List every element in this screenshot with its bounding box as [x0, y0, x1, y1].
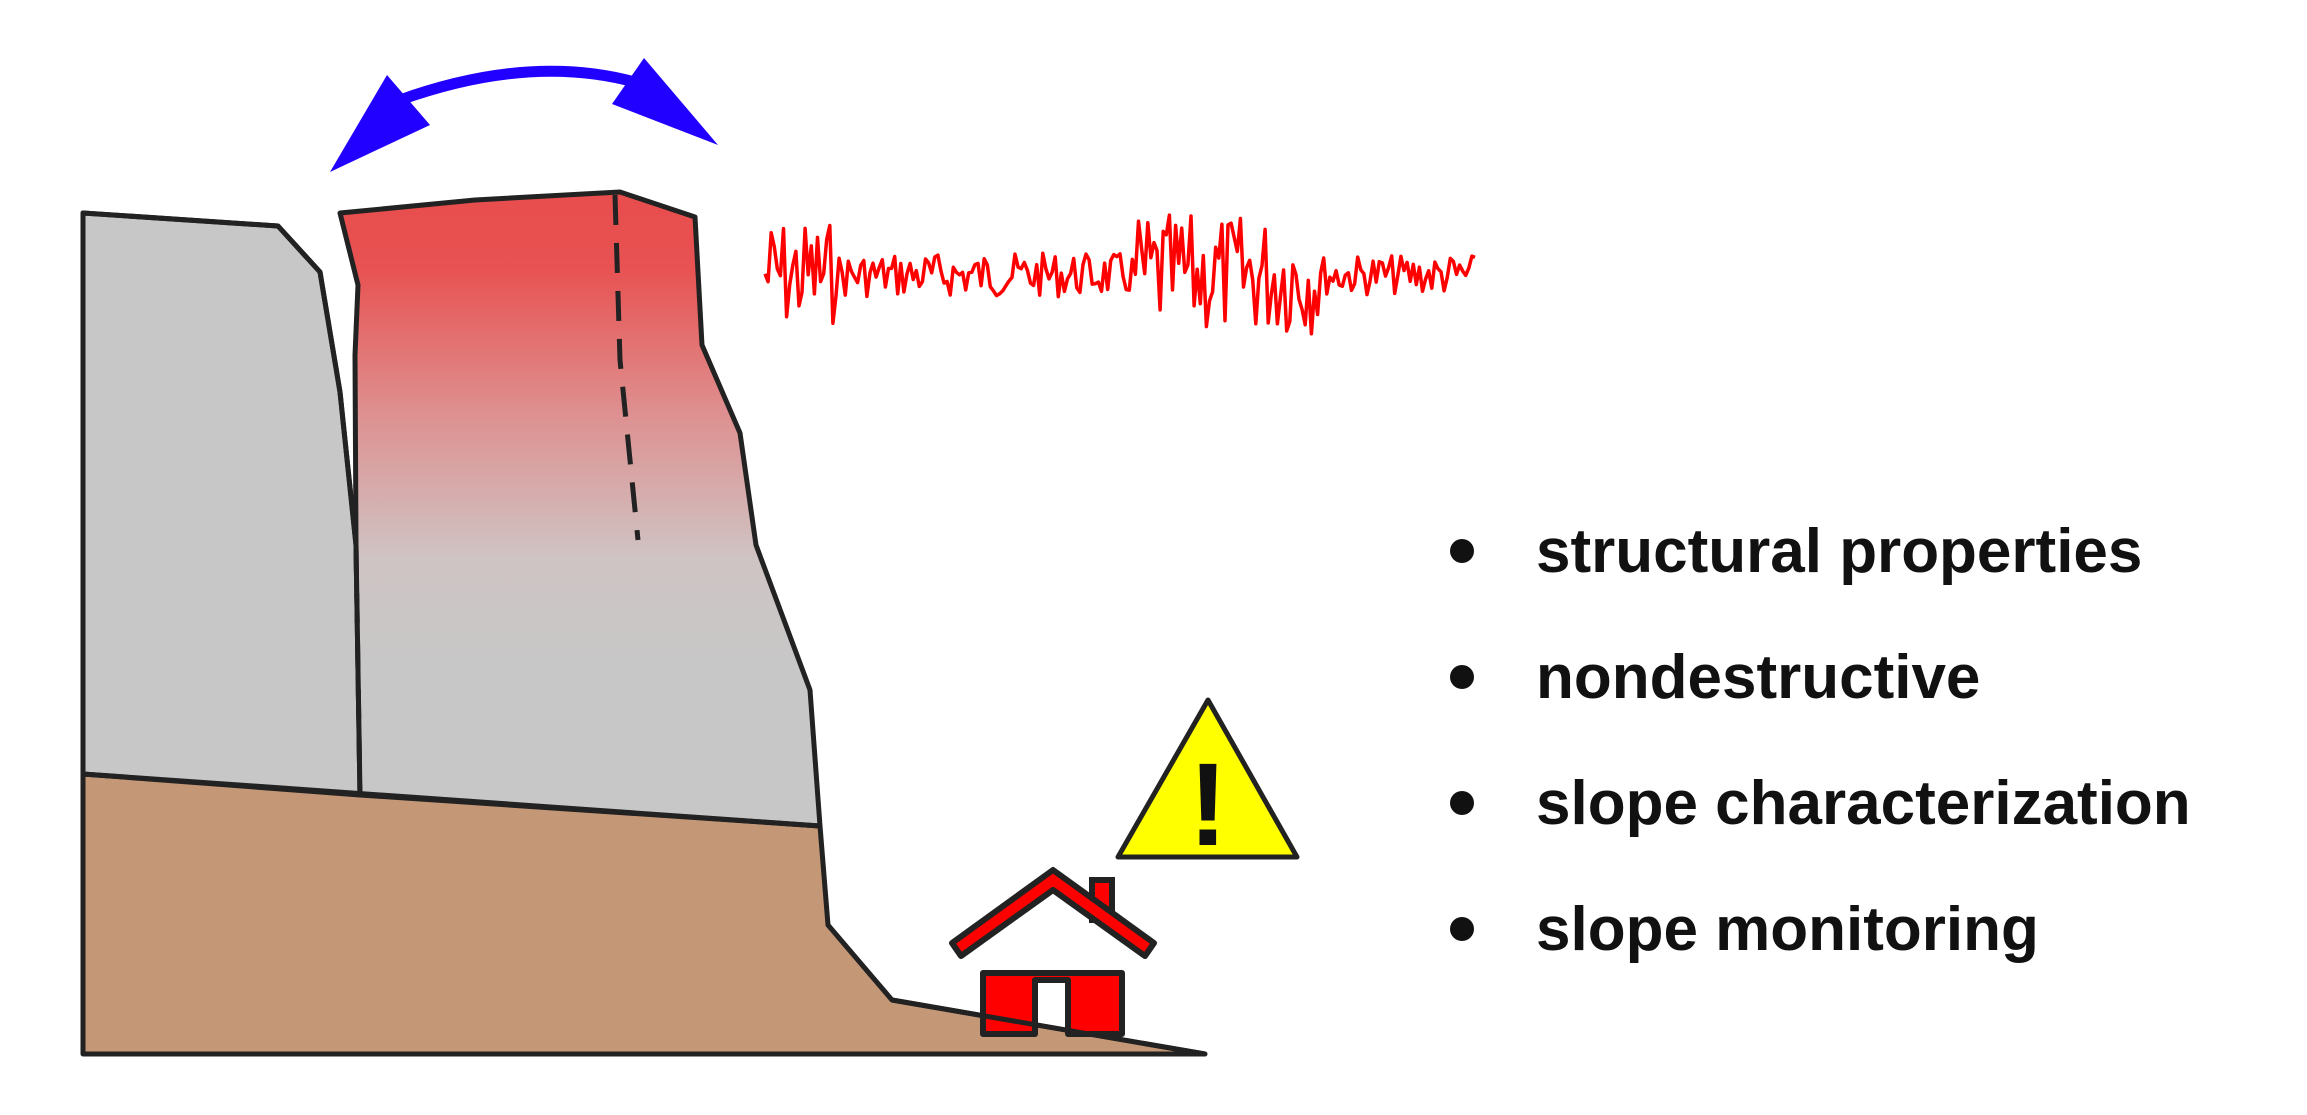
bullet-dot [1450, 539, 1474, 563]
bullet-dot [1450, 791, 1474, 815]
warning-symbol: ! [1188, 739, 1227, 871]
bullet-item-nondestructive: nondestructive [1440, 614, 2191, 740]
bullet-label: structural properties [1536, 516, 2142, 587]
bullet-item-slope-characterization: slope characterization [1440, 740, 2191, 866]
bullet-item-structural-properties: structural properties [1440, 488, 2191, 614]
warning-triangle-icon: ! [1118, 700, 1297, 871]
bullet-dot [1450, 917, 1474, 941]
rocking-arrow-icon [330, 58, 718, 172]
bullet-label: nondestructive [1536, 642, 1980, 713]
vibration-signal-waveform [765, 215, 1475, 334]
house-icon [952, 870, 1154, 1034]
stable-rock-mass [83, 213, 360, 795]
feature-bullet-list: structural properties nondestructive slo… [1440, 488, 2191, 992]
rock-slope-diagram: ! [0, 0, 1530, 1115]
bullet-label: slope monitoring [1536, 894, 2039, 965]
bullet-dot [1450, 665, 1474, 689]
bullet-item-slope-monitoring: slope monitoring [1440, 866, 2191, 992]
bullet-label: slope characterization [1536, 768, 2191, 839]
unstable-rock-block [340, 192, 820, 826]
